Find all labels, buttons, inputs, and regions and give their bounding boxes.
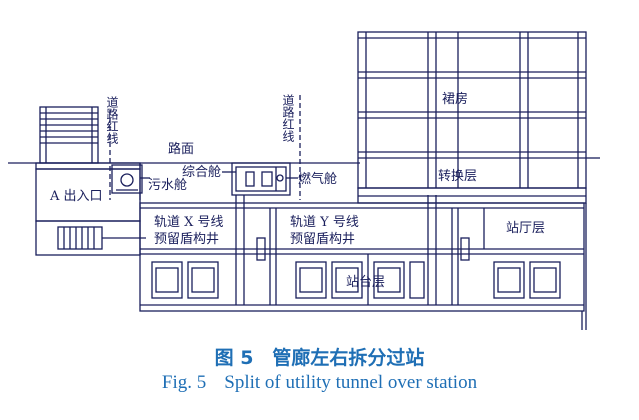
road-surface-label: 路面 [168, 141, 194, 157]
left-building [35, 106, 141, 170]
station-box [139, 195, 585, 312]
platform-trains [151, 261, 561, 299]
annex-building [357, 31, 600, 189]
exit-a-structure [35, 168, 146, 256]
shaft-y-label-2: 预留盾构井 [290, 232, 355, 247]
annex-building-label: 裙房 [442, 91, 468, 107]
sewage-cabin-label: 污水舱 [148, 178, 187, 193]
road-red-line-right-label: 道路红线 [281, 94, 295, 142]
caption-english: Fig. 5 Split of utility tunnel over stati… [0, 372, 639, 394]
utility-tunnel-cabins [231, 162, 291, 196]
gas-cabin-label: 燃气舱 [298, 171, 337, 187]
station-section-diagram: 道路红线 道路红线 路面 A 出入口 污水舱 综合舱 燃气舱 裙房 转换层 轨道… [8, 31, 600, 330]
caption-chinese: 图 5 管廊左右拆分过站 [214, 347, 425, 369]
platform-label: 站台层 [346, 275, 385, 290]
shaft-x-label-2: 预留盾构井 [154, 232, 219, 247]
transfer-floor [357, 187, 587, 204]
road-red-line-left-label: 道路红线 [105, 96, 119, 144]
caption-english-text: Split of utility tunnel over station [224, 372, 478, 393]
caption-figure-number: Fig. 5 [161, 372, 207, 393]
integrated-cabin-label: 综合舱 [182, 165, 221, 180]
transfer-floor-label: 转换层 [438, 169, 477, 184]
sewage-cabin [111, 164, 143, 194]
shaft-y-label: 轨道 Y 号线 [290, 215, 359, 230]
exit-a-label: A 出入口 [49, 189, 103, 204]
shaft-x-label: 轨道 X 号线 [154, 215, 224, 230]
concourse-label: 站厅层 [506, 221, 545, 236]
